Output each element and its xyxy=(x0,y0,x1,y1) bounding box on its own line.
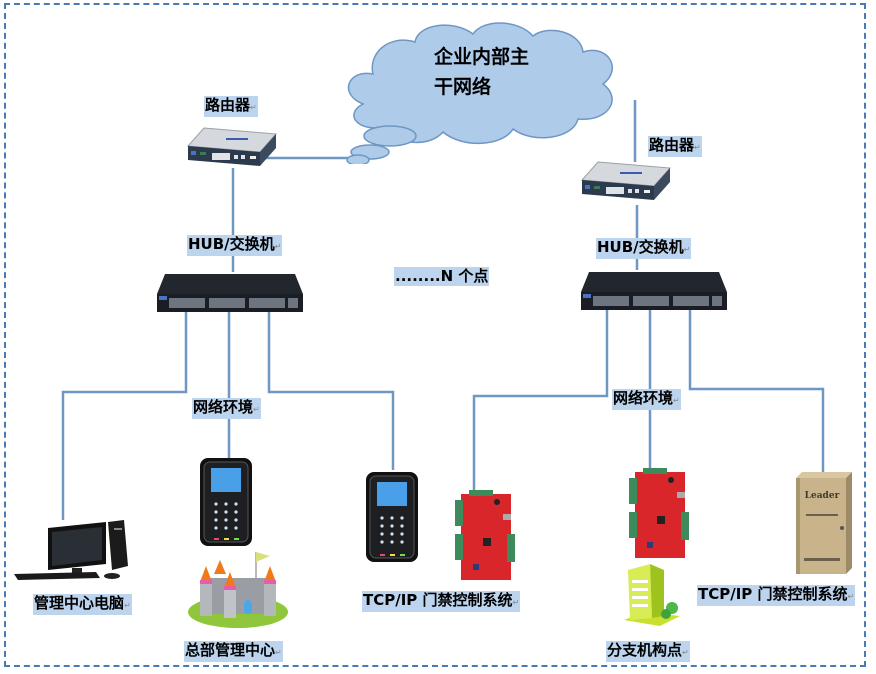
wire-left-pc xyxy=(61,312,188,520)
switch-left-icon xyxy=(157,274,303,312)
branch-label: 分支机构点↵ xyxy=(606,641,690,662)
switch-right-icon xyxy=(581,272,727,310)
card-reader-left-icon xyxy=(200,458,252,546)
router-left-icon xyxy=(186,127,278,166)
hub-left-label: HUB/交换机↵ xyxy=(187,235,283,256)
cloud-label-line2: 干网络 xyxy=(434,76,492,98)
cloud-label: 企业内部主 干网络 xyxy=(434,42,529,102)
branch-building-icon xyxy=(624,564,680,626)
n-points-label: ........N 个点 xyxy=(394,267,490,286)
access-control-cabinet-icon: Leader xyxy=(796,472,852,574)
router-right-icon xyxy=(580,161,672,200)
tcpip-left-label: TCP/IP 门禁控制系统↵ xyxy=(362,591,521,612)
diagram-frame xyxy=(4,3,866,667)
card-reader-middle-icon xyxy=(366,472,418,562)
mgmt-pc-label: 管理中心电脑↵ xyxy=(33,594,132,615)
router-left-label: 路由器↵ xyxy=(204,96,258,117)
hq-label: 总部管理中心↵ xyxy=(184,641,283,662)
hq-castle-icon xyxy=(184,548,292,630)
controller-board-right-icon xyxy=(629,468,689,558)
network-env-right-label: 网络环境↵ xyxy=(612,389,681,410)
controller-board-left-icon xyxy=(455,490,515,580)
network-env-left-label: 网络环境↵ xyxy=(192,398,261,419)
router-right-label: 路由器↵ xyxy=(648,136,702,157)
wire-right-cabinet xyxy=(688,310,825,473)
cloud-label-line1: 企业内部主 xyxy=(434,46,530,68)
cloud-icon xyxy=(346,22,614,164)
tcpip-right-label: TCP/IP 门禁控制系统↵ xyxy=(697,585,856,606)
computer-icon xyxy=(14,520,128,580)
hub-right-label: HUB/交换机↵ xyxy=(596,238,692,259)
wire-right-controller-a xyxy=(472,310,609,496)
cabinet-brand-text: Leader xyxy=(805,491,840,501)
wire-left-controller xyxy=(267,312,395,470)
